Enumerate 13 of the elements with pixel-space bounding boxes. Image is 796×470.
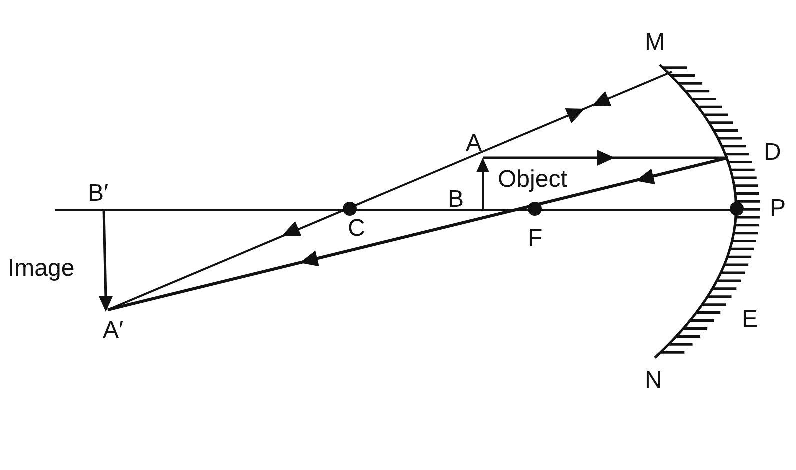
point-label: M xyxy=(645,30,665,56)
point-label: N xyxy=(645,368,662,394)
point-label: A′ xyxy=(103,318,124,344)
point-label: F xyxy=(528,226,543,252)
point-label: A xyxy=(466,131,482,157)
point-label: D xyxy=(764,140,782,166)
point-label: P xyxy=(770,196,786,222)
point-label: E xyxy=(742,307,758,333)
point-label: C xyxy=(348,216,366,242)
point-label: B xyxy=(448,187,464,213)
point-label: B′ xyxy=(88,181,109,207)
image-label: Image xyxy=(8,256,75,282)
object-label: Object xyxy=(498,167,568,193)
